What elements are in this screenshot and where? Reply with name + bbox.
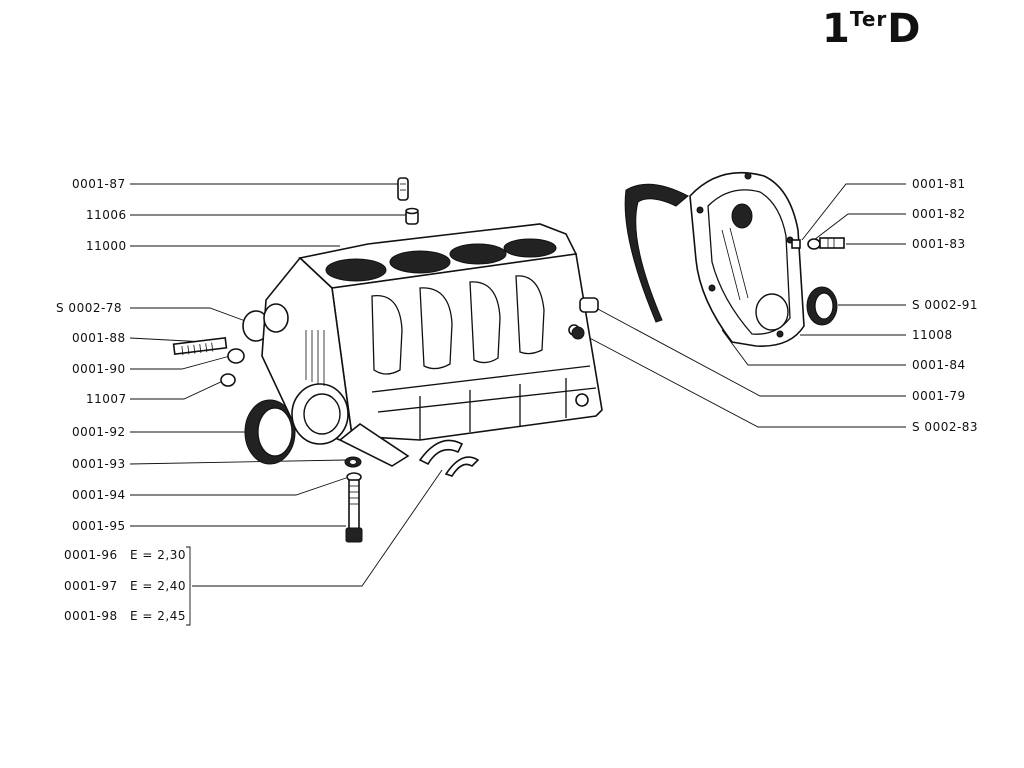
leader-0001-93 <box>129 459 347 465</box>
part-label-0001-90: 0001-90 <box>72 362 126 376</box>
part-label-S0002-83: S 0002-83 <box>912 420 979 434</box>
leader-0001-94 <box>130 477 347 496</box>
leader-0001-90 <box>130 355 231 370</box>
leader-shims <box>192 469 443 587</box>
shim-thickness-0001-97: E = 2,40 <box>130 579 186 593</box>
part-label-0001-92: 0001-92 <box>72 425 126 439</box>
dowel-pin-0001-87 <box>397 177 409 201</box>
part-label-0001-79: 0001-79 <box>912 389 966 403</box>
stud-0001-88 <box>172 336 228 356</box>
shim-code-0001-96: 0001-96 <box>64 548 118 562</box>
part-label-0001-82: 0001-82 <box>912 207 966 221</box>
leader-S0002-78 <box>130 307 249 323</box>
part-label-11007: 11007 <box>86 392 127 406</box>
part-label-11000: 11000 <box>86 239 127 253</box>
washer-0001-93 <box>344 456 362 468</box>
part-label-11008: 11008 <box>912 328 953 342</box>
shim-code-0001-98: 0001-98 <box>64 609 118 623</box>
part-label-0001-95: 0001-95 <box>72 519 126 533</box>
thrust-shims <box>418 439 480 477</box>
part-label-0001-94: 0001-94 <box>72 488 126 502</box>
leader-S0002-83 <box>581 333 906 428</box>
title-superscript: Ter <box>849 7 888 31</box>
timing-cover-11008 <box>689 171 805 347</box>
part-label-0001-84: 0001-84 <box>912 358 966 372</box>
seal-S0002-91 <box>806 286 838 326</box>
leader-lines-right <box>581 183 906 428</box>
seal-0001-92 <box>244 399 296 465</box>
part-label-0001-81: 0001-81 <box>912 177 966 191</box>
shim-bracket <box>186 546 191 626</box>
page-title: 1TerD <box>822 6 920 52</box>
plug-11006 <box>405 207 419 225</box>
part-label-0001-93: 0001-93 <box>72 457 126 471</box>
plug-0001-90 <box>227 348 245 364</box>
shim-code-0001-97: 0001-97 <box>64 579 118 593</box>
shim-thickness-0001-98: E = 2,45 <box>130 609 186 623</box>
part-label-S0002-91: S 0002-91 <box>912 298 979 312</box>
crankcase-11000 <box>261 223 603 467</box>
leader-11007 <box>130 379 226 400</box>
part-label-11006: 11006 <box>86 208 127 222</box>
leader-0001-84 <box>721 329 906 366</box>
bolt-set-0001-81-83 <box>791 237 845 250</box>
plug-11007 <box>220 373 236 387</box>
leader-0001-81 <box>801 183 906 241</box>
part-label-S0002-78: S 0002-78 <box>56 301 123 315</box>
title-number: 1 <box>822 6 850 52</box>
part-label-0001-87: 0001-87 <box>72 177 126 191</box>
title-letter: D <box>887 6 921 52</box>
gasket-0001-84 <box>624 183 689 323</box>
bolt-0001-95 <box>345 479 363 543</box>
part-label-0001-88: 0001-88 <box>72 331 126 345</box>
leader-0001-82 <box>813 213 906 241</box>
plug-0001-79 <box>579 297 599 313</box>
shim-thickness-0001-96: E = 2,30 <box>130 548 186 562</box>
leader-0001-79 <box>595 307 906 397</box>
plug-S0002-83 <box>571 326 585 340</box>
part-label-0001-83: 0001-83 <box>912 237 966 251</box>
